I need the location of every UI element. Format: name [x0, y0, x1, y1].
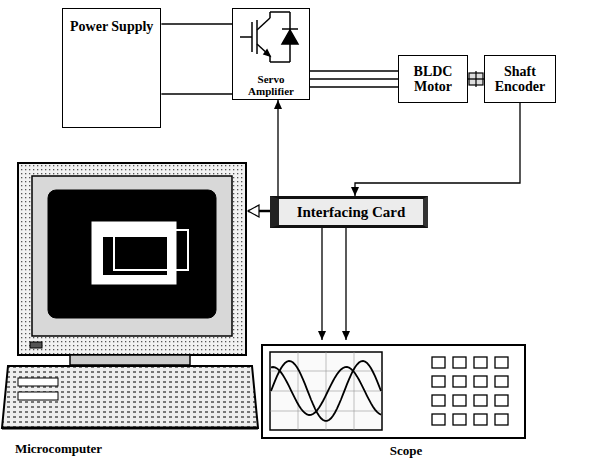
block-label: Microcomputer	[7, 442, 110, 456]
block-label: Scope	[284, 444, 528, 458]
computer-node: Microcomputer	[5, 170, 248, 458]
connector	[355, 103, 520, 196]
connector	[161, 93, 232, 94]
block-label: BLDC Motor	[401, 64, 465, 95]
shaft-coupling	[469, 71, 483, 87]
block-box: Shaft Encoder	[484, 55, 556, 103]
connector	[321, 228, 322, 340]
block-box: Servo Amplifier	[232, 8, 310, 100]
block-box: BLDC Motor	[398, 55, 468, 103]
scope-illustration	[262, 345, 525, 438]
block-label: Power Supply	[65, 19, 158, 34]
connector	[310, 86, 398, 87]
connector	[345, 228, 346, 340]
connector	[468, 78, 484, 79]
block-label: Interfacing Card	[281, 204, 421, 221]
block-box: Power Supply	[62, 8, 161, 128]
connector	[277, 100, 278, 196]
block-box: Interfacing Card	[270, 196, 428, 228]
computer-illustration	[2, 163, 258, 428]
scope-node: Scope	[258, 340, 530, 460]
block-label: Shaft Encoder	[487, 64, 553, 95]
connector	[310, 78, 398, 79]
block-label: Servo Amplifier	[235, 73, 307, 97]
igbt-symbol	[240, 12, 298, 62]
connector	[310, 70, 398, 71]
connector	[248, 210, 270, 213]
connector	[161, 23, 232, 24]
